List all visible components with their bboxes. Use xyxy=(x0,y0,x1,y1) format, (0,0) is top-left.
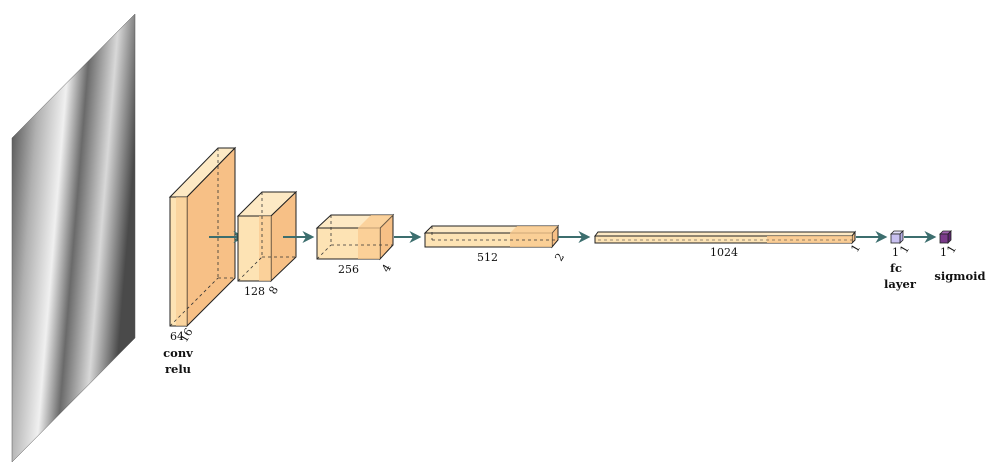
conv-block-5: 1024 1 xyxy=(594,230,863,259)
conv-block-1-size-label: 16 xyxy=(177,326,195,345)
sigmoid-layer: 1 1 sigmoid xyxy=(934,230,986,283)
grayscale-input-image xyxy=(11,13,136,463)
conv-block-2-depth-label: 128 xyxy=(244,285,265,298)
fc-size-label: 1 xyxy=(897,243,912,256)
conv-block-4-size-label: 2 xyxy=(552,251,567,264)
conv-block-1: 64 16 conv relu xyxy=(163,146,237,376)
fc-layer: 1 1 fc layer xyxy=(884,230,917,291)
conv-caption: conv xyxy=(163,346,193,360)
conv-block-2: 128 8 xyxy=(236,190,298,298)
conv-block-3-depth-label: 256 xyxy=(338,263,359,276)
conv-block-3: 256 4 xyxy=(315,213,395,276)
conv-block-5-depth-label: 1024 xyxy=(710,246,738,259)
layer-caption: layer xyxy=(884,277,917,291)
relu-caption: relu xyxy=(165,362,191,376)
sigmoid-caption: sigmoid xyxy=(934,269,985,283)
sigmoid-depth-label: 1 xyxy=(940,246,947,259)
conv-block-4: 512 2 xyxy=(423,224,567,264)
conv-block-2-size-label: 8 xyxy=(266,284,281,297)
fc-depth-label: 1 xyxy=(892,246,899,259)
conv-block-3-size-label: 4 xyxy=(379,262,394,275)
conv-block-5-size-label: 1 xyxy=(848,242,863,255)
conv-block-1-depth-label: 64 xyxy=(170,330,184,343)
fc-caption: fc xyxy=(890,261,902,275)
conv-block-4-depth-label: 512 xyxy=(477,251,498,264)
